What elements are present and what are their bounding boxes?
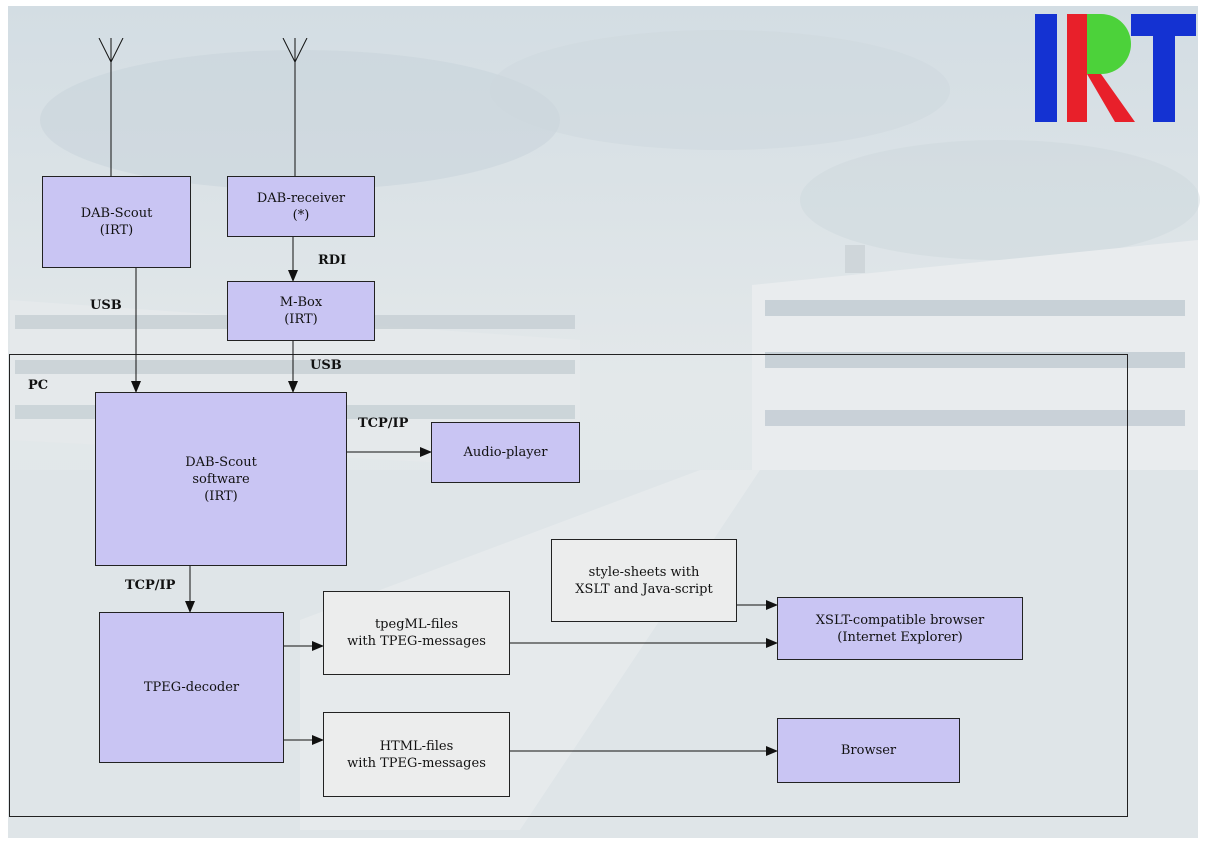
node-xslt-compatible-browser: XSLT-compatible browser (Internet Explor… (777, 597, 1023, 660)
node-tpeg-decoder: TPEG-decoder (99, 612, 284, 763)
antenna-icon (282, 38, 308, 178)
irt-logo (1035, 14, 1196, 122)
pc-label: PC (28, 378, 49, 393)
node-browser: Browser (777, 718, 960, 783)
pc-boundary (9, 354, 1128, 817)
node-m-box: M-Box (IRT) (227, 281, 375, 341)
node-dab-receiver: DAB-receiver (*) (227, 176, 375, 237)
edge-label-rdi: RDI (318, 253, 347, 268)
node-dab-scout-software: DAB-Scout software (IRT) (95, 392, 347, 566)
edge-label-tcpip: TCP/IP (125, 578, 176, 593)
edge-label-usb: USB (310, 358, 342, 373)
node-dab-scout: DAB-Scout (IRT) (42, 176, 191, 268)
node-style-sheets: style-sheets with XSLT and Java-script (551, 539, 737, 622)
edge-label-usb: USB (90, 298, 122, 313)
node-audio-player: Audio-player (431, 422, 580, 483)
edge-label-tcpip: TCP/IP (358, 416, 409, 431)
antenna-icon (98, 38, 124, 178)
node-tpegml-files: tpegML-files with TPEG-messages (323, 591, 510, 675)
node-html-files: HTML-files with TPEG-messages (323, 712, 510, 797)
